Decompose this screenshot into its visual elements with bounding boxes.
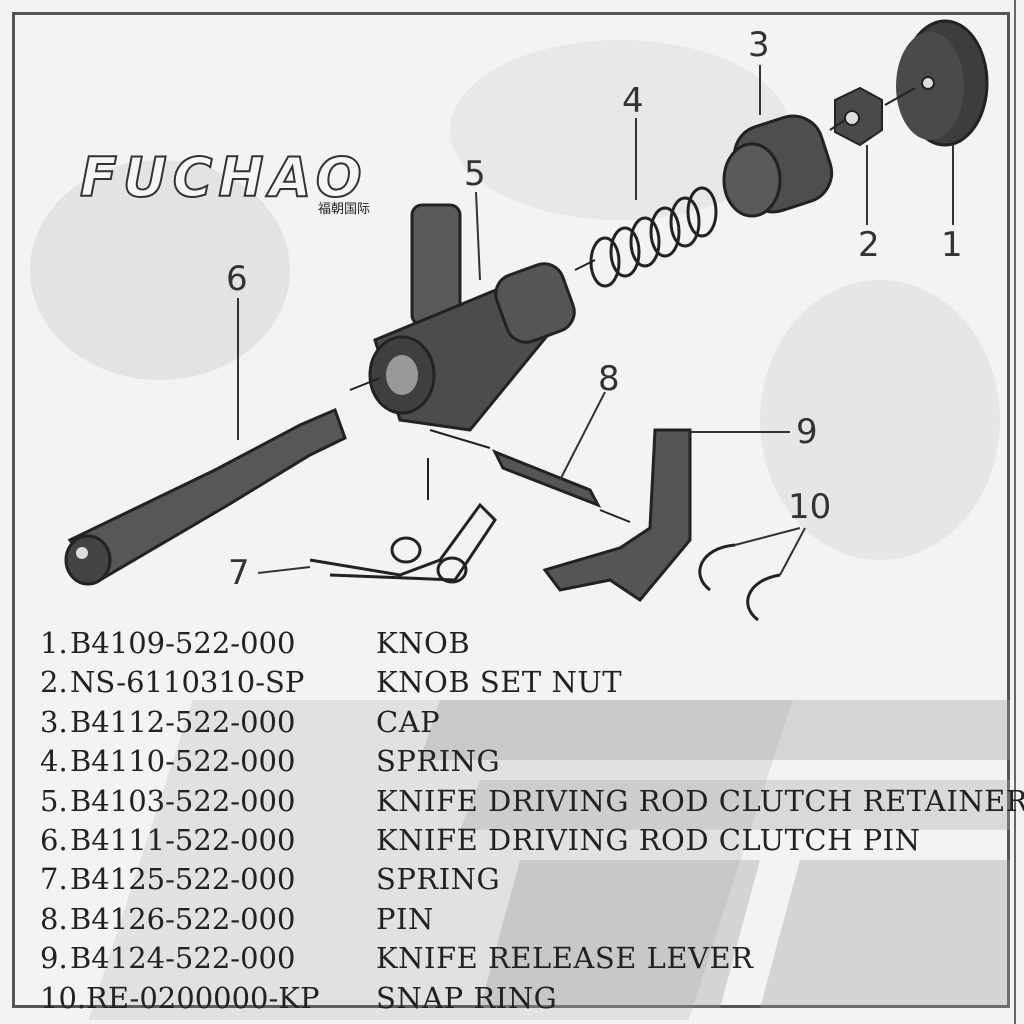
fuchao-logo: FUCHAO xyxy=(79,145,368,210)
part-8-pin xyxy=(491,449,602,508)
part-code: B4110-522-000 xyxy=(70,744,296,779)
part-number: 4. xyxy=(40,744,68,779)
part-code: RE-0200000-KP xyxy=(86,980,320,1015)
parts-row: 2. NS-6110310-SP KNOB SET NUT xyxy=(40,661,980,700)
part-description: KNIFE DRIVING ROD CLUTCH RETAINER xyxy=(376,783,1024,818)
parts-row: 10. RE-0200000-KP SNAP RING xyxy=(40,977,980,1016)
part-description: CAP xyxy=(376,704,441,739)
parts-row: 5. B4103-522-000 KNIFE DRIVING ROD CLUTC… xyxy=(40,780,1024,819)
logo-subtitle: 福朝国际 xyxy=(318,202,371,217)
part-code: B4103-522-000 xyxy=(70,783,296,818)
background-stripes xyxy=(420,700,1010,1008)
part-2-nut xyxy=(834,86,883,147)
assembly-axis-lines xyxy=(349,87,916,523)
part-5-retainer xyxy=(368,203,576,432)
part-description: KNOB xyxy=(376,626,471,660)
parts-row: 4. B4110-522-000 SPRING xyxy=(40,740,980,779)
part-description: PIN xyxy=(376,901,434,936)
parts-row: 6. B4111-522-000 KNIFE DRIVING ROD CLUTC… xyxy=(40,819,980,858)
parts-row: 3. B4112-522-000 CAP xyxy=(40,701,980,740)
part-description: SPRING xyxy=(376,744,501,779)
callout-6: 6 xyxy=(226,259,248,299)
part-number: 9. xyxy=(40,941,68,976)
part-number: 5. xyxy=(40,783,68,818)
callout-2: 2 xyxy=(858,225,880,265)
part-description: SNAP RING xyxy=(376,980,558,1015)
callout-3: 3 xyxy=(748,25,770,65)
callout-5: 5 xyxy=(464,154,486,194)
part-description: KNIFE DRIVING ROD CLUTCH PIN xyxy=(376,822,921,857)
frame-rule xyxy=(1014,0,1016,1024)
callout-4: 4 xyxy=(622,81,644,121)
background-ghost xyxy=(30,40,1000,1020)
parts-row: 9. B4124-522-000 KNIFE RELEASE LEVER xyxy=(40,937,980,976)
part-code: B4112-522-000 xyxy=(70,704,296,739)
part-code: B4124-522-000 xyxy=(70,941,296,976)
part-3-cap xyxy=(722,114,834,218)
part-number: 8. xyxy=(40,901,68,936)
callout-leaders xyxy=(237,65,954,576)
callout-9: 9 xyxy=(796,412,818,452)
parts-row: 8. B4126-522-000 PIN xyxy=(40,898,980,937)
part-description: KNIFE RELEASE LEVER xyxy=(376,941,754,976)
parts-list: 1. B4109-522-000 KNOB 2. NS-6110310-SP K… xyxy=(40,622,1024,1016)
part-code: B4109-522-000 xyxy=(70,626,296,660)
callout-10: 10 xyxy=(788,487,832,527)
parts-row: 7. B4125-522-000 SPRING xyxy=(40,858,980,897)
part-7-spring-wire xyxy=(309,502,497,584)
part-description: SPRING xyxy=(376,862,501,897)
part-code: B4125-522-000 xyxy=(70,862,296,897)
part-number: 10. xyxy=(40,980,87,1015)
callout-1: 1 xyxy=(941,225,963,265)
diagram-frame xyxy=(12,12,1010,1008)
part-description: KNOB SET NUT xyxy=(376,665,623,700)
callout-7: 7 xyxy=(228,553,250,593)
part-code: B4126-522-000 xyxy=(70,901,296,936)
part-number: 1. xyxy=(40,626,68,660)
parts-row: 1. B4109-522-000 KNOB xyxy=(40,622,980,661)
callout-8: 8 xyxy=(598,359,620,399)
part-10-snap-rings xyxy=(698,543,781,622)
part-number: 6. xyxy=(40,822,68,857)
part-code: NS-6110310-SP xyxy=(70,665,305,700)
part-1-knob xyxy=(896,19,989,147)
part-number: 3. xyxy=(40,704,68,739)
part-code: B4111-522-000 xyxy=(70,822,296,857)
part-number: 2. xyxy=(40,665,68,700)
part-number: 7. xyxy=(40,862,68,897)
part-4-spring xyxy=(589,186,718,288)
part-6-clutch-pin xyxy=(64,407,347,586)
part-9-lever xyxy=(542,428,692,602)
